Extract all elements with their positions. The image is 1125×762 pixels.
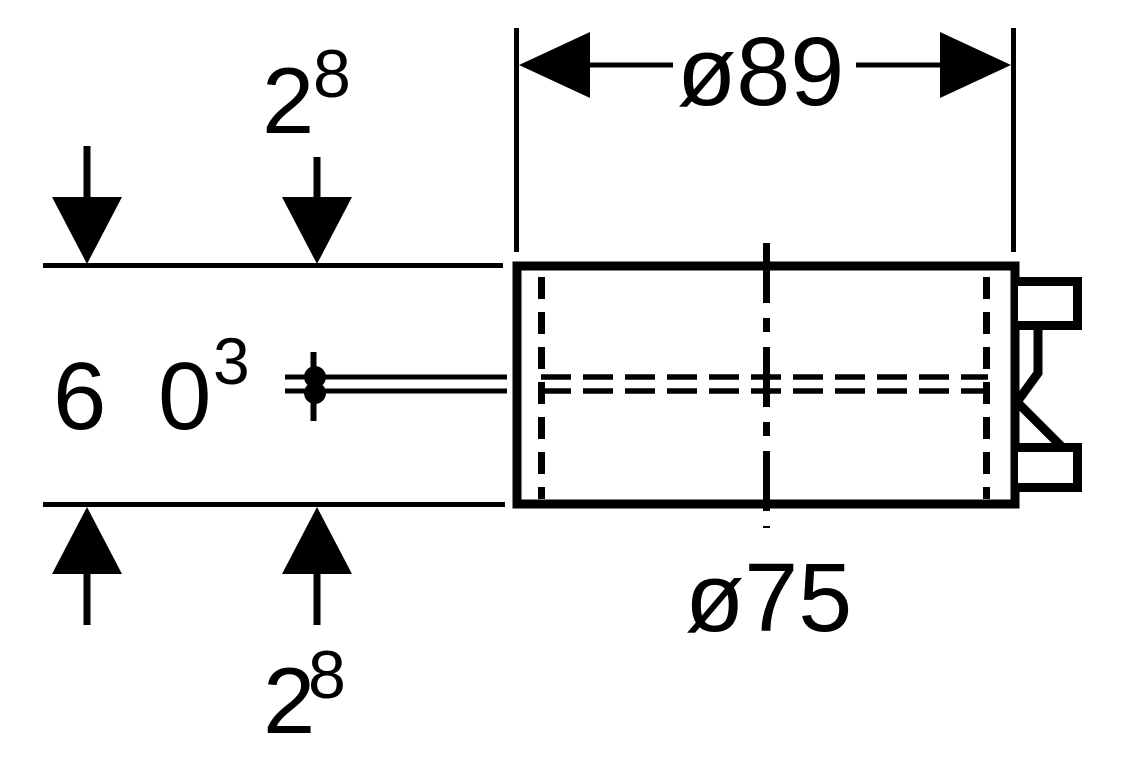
dim-label-pipe-diameter: 6 0 3 xyxy=(53,324,250,450)
wall-thickness-top-sup: 8 xyxy=(313,36,351,112)
dimension-arrowhead-right-icon xyxy=(940,32,1011,98)
dimension-arrowhead-left-icon xyxy=(519,32,590,98)
dim-label-wall-thickness-top: 2 8 xyxy=(262,36,351,153)
up-arrow-left-head-icon xyxy=(52,507,122,574)
pipe-diameter-sup: 3 xyxy=(213,324,250,398)
outer-diameter-dimension: ø89 xyxy=(514,17,1016,252)
wall-thickness-arrows-top xyxy=(52,146,352,264)
dim-label-wall-thickness-bottom: 2 8 xyxy=(263,637,346,753)
wall-thickness-bottom-sup: 8 xyxy=(308,637,346,713)
pipe-diameter-digit-tens: 6 xyxy=(53,343,106,450)
leader-dot-upper-icon xyxy=(304,366,326,388)
up-arrow-right-head-icon xyxy=(282,507,352,574)
spring-clip-profile xyxy=(1011,330,1066,451)
pipe-diameter-leader xyxy=(285,352,507,421)
retaining-clip-group xyxy=(1011,277,1082,492)
pipe-diameter-digit-ones: 0 xyxy=(158,343,211,450)
retaining-tab-bottom xyxy=(1018,443,1082,492)
down-arrow-right-head-icon xyxy=(282,197,352,264)
dim-label-inner-diameter: ø75 xyxy=(685,543,852,652)
leader-dot-lower-icon xyxy=(304,382,326,404)
dim-label-outer-diameter: ø89 xyxy=(677,17,844,126)
wall-thickness-arrows-bottom xyxy=(52,507,352,625)
retaining-tab-top xyxy=(1018,277,1082,330)
wall-thickness-top-main: 2 xyxy=(262,48,314,153)
pipe-section xyxy=(43,263,505,507)
sleeve-body-group xyxy=(512,243,1020,528)
down-arrow-left-head-icon xyxy=(52,197,122,264)
wall-thickness-bottom-main: 2 xyxy=(263,648,315,753)
